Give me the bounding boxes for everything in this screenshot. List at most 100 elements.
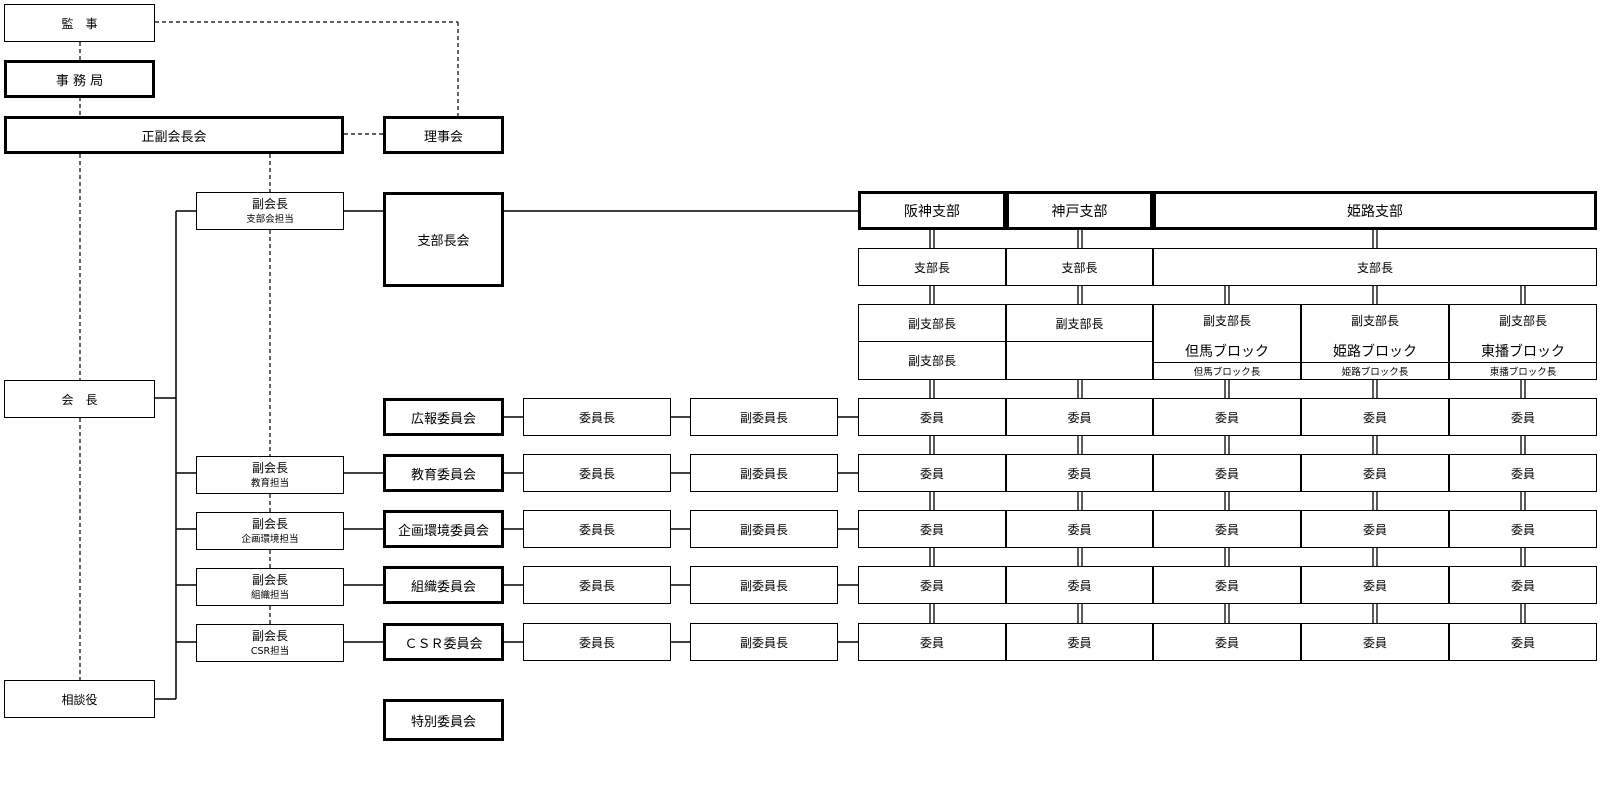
vice-president-role: CSR担当 <box>250 645 290 657</box>
member-box: 委員 <box>1301 454 1449 492</box>
vice-president-role: 組織担当 <box>250 589 289 601</box>
member-label: 委員 <box>1362 635 1387 650</box>
vice-president-organization-box: 副会長 組織担当 <box>196 568 344 606</box>
member-box: 委員 <box>1006 454 1153 492</box>
hanshin-deputy-box: 副支部長 <box>858 304 1006 342</box>
member-box: 委員 <box>858 454 1006 492</box>
block-box <box>1153 304 1301 380</box>
member-box: 委員 <box>1153 623 1301 661</box>
member-box: 委員 <box>858 566 1006 604</box>
committee-vice-chair-label: 副委員長 <box>739 466 788 481</box>
member-box: 委員 <box>1449 398 1597 436</box>
vice-president-branch-box: 副会長 支部会担当 <box>196 192 344 230</box>
auditor-box: 監 事 <box>4 4 155 42</box>
branch-council-box: 支部長会 <box>383 192 504 287</box>
branch-head-label: 支部長 <box>913 260 950 275</box>
committee-label: 企画環境委員会 <box>397 523 489 539</box>
committee-organization-box: 組織委員会 <box>383 566 504 604</box>
vice-president-title: 副会長 <box>251 629 288 644</box>
kobe-deputy-box: 副支部長 <box>1006 304 1153 342</box>
secretariat-box: 事 務 局 <box>4 60 155 98</box>
block-box <box>1301 304 1449 380</box>
vice-president-planning-box: 副会長 企画環境担当 <box>196 512 344 550</box>
member-label: 委員 <box>1214 410 1239 425</box>
committee-pr-box: 広報委員会 <box>383 398 504 436</box>
branch-name-label: 阪神支部 <box>904 203 960 220</box>
member-label: 委員 <box>1362 410 1387 425</box>
member-box: 委員 <box>1301 623 1449 661</box>
president-label: 会 長 <box>61 392 98 407</box>
auditor-label: 監 事 <box>61 16 98 31</box>
committee-vice-chair-box: 副委員長 <box>690 566 838 604</box>
committee-vice-chair-box: 副委員長 <box>690 510 838 548</box>
branch-name-box: 姫路支部 <box>1153 191 1597 230</box>
committee-chair-box: 委員長 <box>523 510 671 548</box>
vice-president-title: 副会長 <box>251 573 288 588</box>
member-label: 委員 <box>1362 466 1387 481</box>
board-label: 理事会 <box>423 129 463 145</box>
member-label: 委員 <box>1362 522 1387 537</box>
member-label: 委員 <box>1362 578 1387 593</box>
block-deputy-label: 副支部長 <box>1498 313 1547 328</box>
deputy-label: 副支部長 <box>1055 316 1104 331</box>
committee-label: 教育委員会 <box>410 467 476 483</box>
member-box: 委員 <box>858 398 1006 436</box>
member-box: 委員 <box>1153 510 1301 548</box>
vice-president-role: 支部会担当 <box>246 213 294 225</box>
vice-president-education-box: 副会長 教育担当 <box>196 456 344 494</box>
block-head-label: 但馬ブロック長 <box>1153 362 1301 379</box>
block-deputy-label: 副支部長 <box>1202 313 1251 328</box>
member-label: 委員 <box>1067 466 1092 481</box>
member-label: 委員 <box>919 578 944 593</box>
member-box: 委員 <box>1449 623 1597 661</box>
member-box: 委員 <box>1006 398 1153 436</box>
member-label: 委員 <box>1214 522 1239 537</box>
member-box: 委員 <box>1301 510 1449 548</box>
member-label: 委員 <box>1510 635 1535 650</box>
member-label: 委員 <box>919 635 944 650</box>
branch-head-box: 支部長 <box>1153 248 1597 286</box>
branch-name-label: 神戸支部 <box>1051 203 1108 220</box>
member-label: 委員 <box>1214 635 1239 650</box>
presidents-council-box: 正副会長会 <box>4 116 344 154</box>
member-label: 委員 <box>1510 466 1535 481</box>
member-label: 委員 <box>1067 410 1092 425</box>
president-box: 会 長 <box>4 380 155 418</box>
presidents-council-label: 正副会長会 <box>141 129 207 145</box>
special-committee-label: 特別委員会 <box>410 714 476 730</box>
committee-chair-label: 委員長 <box>578 578 615 593</box>
committee-chair-box: 委員長 <box>523 398 671 436</box>
committee-csr-box: ＣＳＲ委員会 <box>383 623 504 661</box>
member-box: 委員 <box>1006 510 1153 548</box>
branch-head-label: 支部長 <box>1356 260 1393 275</box>
deputy-label: 副支部長 <box>907 316 956 331</box>
member-label: 委員 <box>1510 522 1535 537</box>
block-head-label: 姫路ブロック長 <box>1301 362 1449 379</box>
kobe-deputy-empty-box <box>1006 341 1153 380</box>
deputy-label: 副支部長 <box>907 354 956 368</box>
block-box <box>1449 304 1597 380</box>
member-box: 委員 <box>858 510 1006 548</box>
committee-vice-chair-label: 副委員長 <box>739 578 788 593</box>
member-box: 委員 <box>858 623 1006 661</box>
committee-chair-box: 委員長 <box>523 566 671 604</box>
member-label: 委員 <box>919 410 944 425</box>
vice-president-role: 教育担当 <box>250 477 289 489</box>
committee-label: 組織委員会 <box>410 579 476 595</box>
vice-president-title: 副会長 <box>251 461 288 476</box>
hanshin-deputy-box-2: 副支部長 <box>858 341 1006 380</box>
member-label: 委員 <box>1510 410 1535 425</box>
member-box: 委員 <box>1006 566 1153 604</box>
committee-vice-chair-label: 副委員長 <box>739 410 788 425</box>
branch-name-box: 神戸支部 <box>1006 191 1153 230</box>
branch-council-label: 支部長会 <box>417 234 470 249</box>
branch-name-box: 阪神支部 <box>858 191 1006 230</box>
committee-vice-chair-box: 副委員長 <box>690 454 838 492</box>
committee-chair-box: 委員長 <box>523 623 671 661</box>
committee-label: 広報委員会 <box>410 411 476 427</box>
branch-head-box: 支部長 <box>1006 248 1153 286</box>
committee-chair-label: 委員長 <box>578 410 615 425</box>
secretariat-label: 事 務 局 <box>55 73 104 89</box>
member-box: 委員 <box>1006 623 1153 661</box>
advisor-box: 相談役 <box>4 680 155 718</box>
